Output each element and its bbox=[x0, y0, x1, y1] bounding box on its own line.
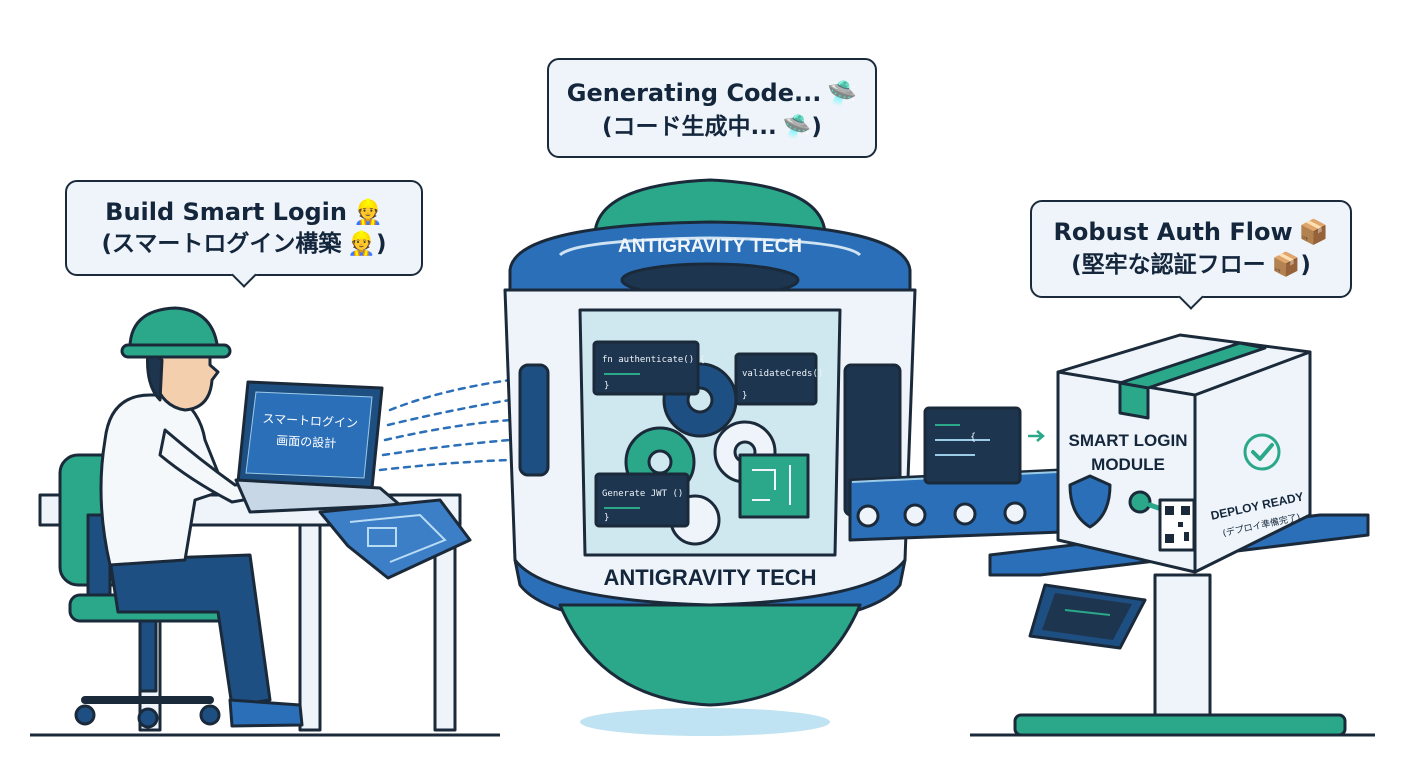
package-icon: 📦 bbox=[1298, 218, 1329, 246]
bubble-right-line1: Robust Auth Flow bbox=[1053, 218, 1293, 246]
machine-bottom-label: ANTIGRAVITY TECH bbox=[603, 565, 816, 590]
machine-shadow bbox=[580, 708, 830, 736]
code-panel-text-1: fn authenticate() { bbox=[602, 355, 705, 365]
antigravity-machine bbox=[503, 178, 917, 707]
construction-worker-icon: 👷 bbox=[347, 231, 376, 257]
speech-bubble-right: Robust Auth Flow📦 (堅牢な認証フロー📦) bbox=[1030, 200, 1352, 310]
machine-top-label: ANTIGRAVITY TECH bbox=[618, 236, 802, 257]
code-panel-close-2: } bbox=[742, 391, 747, 401]
checkmark-icon bbox=[1243, 433, 1281, 471]
speech-bubble-center: Generating Code...🛸 (コード生成中...🛸) bbox=[547, 58, 877, 158]
code-panel-close-3: } bbox=[604, 513, 609, 523]
arrow-right-icon bbox=[1028, 430, 1045, 442]
worker bbox=[99, 306, 304, 728]
laptop-screen-line2: 画面の設計 bbox=[276, 432, 337, 450]
laptop bbox=[234, 380, 402, 514]
bubble-right-line2: (堅牢な認証フロー bbox=[1071, 252, 1266, 278]
bubble-left-line2: (スマートログイン構築 bbox=[101, 231, 342, 257]
code-panel-1 bbox=[592, 340, 700, 396]
box-title-line2: MODULE bbox=[1091, 455, 1165, 474]
blueprint bbox=[318, 498, 472, 580]
laptop-screen-line1: スマートログイン bbox=[262, 412, 358, 431]
code-panel-2 bbox=[734, 352, 818, 406]
module-box bbox=[1056, 333, 1312, 574]
construction-worker-icon: 👷 bbox=[352, 198, 383, 226]
code-panel-close-1: } bbox=[604, 381, 609, 391]
qr-code-icon bbox=[1158, 498, 1196, 552]
bubble-center-line2: (コード生成中... bbox=[602, 114, 777, 140]
ufo-icon: 🛸 bbox=[827, 79, 858, 107]
shield-icon bbox=[1068, 474, 1112, 529]
code-panel-text-3: Generate JWT () bbox=[602, 489, 683, 499]
ufo-icon: 🛸 bbox=[782, 114, 812, 140]
package-icon: 📦 bbox=[1271, 252, 1301, 278]
bubble-center-line1: Generating Code... bbox=[566, 79, 822, 107]
code-panel-3 bbox=[594, 472, 690, 528]
code-card bbox=[923, 406, 1022, 485]
data-stream bbox=[378, 378, 512, 472]
box-title-line1: SMART LOGIN bbox=[1069, 431, 1188, 450]
speech-bubble-left: Build Smart Login👷 (スマートログイン構築👷) bbox=[65, 180, 423, 288]
code-card-text: { bbox=[970, 432, 976, 443]
code-panel-text-2: validateCreds() bbox=[742, 369, 823, 379]
bubble-left-line1: Build Smart Login bbox=[105, 198, 347, 226]
